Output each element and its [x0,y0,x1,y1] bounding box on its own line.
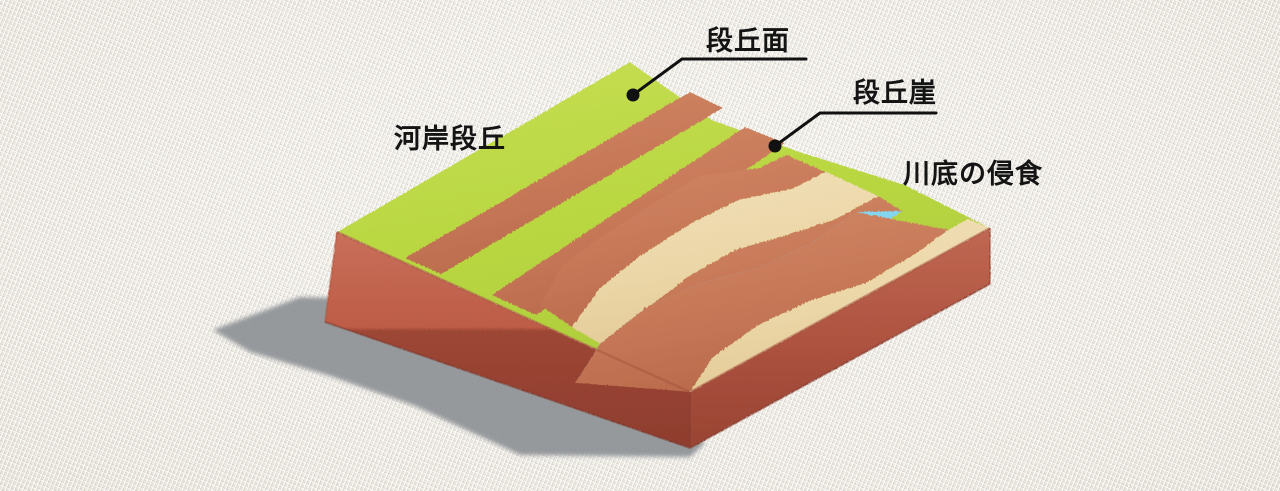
label-terrace-scarp: 段丘崖 [853,78,937,109]
block-edge-highlights [324,226,991,449]
floodplain-left-bank [572,172,878,351]
block-side-faces [325,228,990,448]
block-ground-shadow [213,297,705,457]
floodplain-right-bank [690,219,990,392]
terrace-scarp-band-1 [405,92,723,274]
leader-terrace-surface [626,57,808,102]
terrace-scarp-band-3 [540,155,826,327]
block-side-northwest [325,232,690,448]
leader-terrace-scarp [768,111,938,153]
riverbank-scarp-right [575,212,948,392]
block-top-surface [337,62,990,392]
block-side-southeast [690,228,990,448]
label-terrace-surface: 段丘面 [706,26,790,57]
label-river-terrace: 河岸段丘 [394,124,506,155]
label-riverbed-erosion: 川底の侵食 [903,159,1043,190]
leader-lines [626,57,938,153]
